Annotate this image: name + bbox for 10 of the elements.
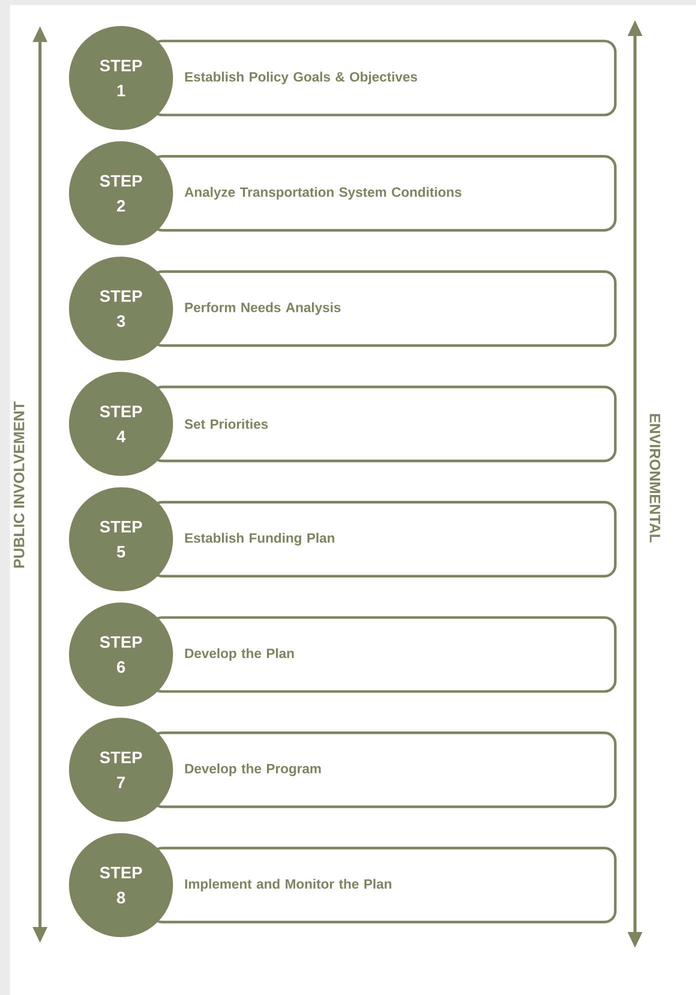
- side-label: PUBLIC INVOLVEMENT: [14, 402, 24, 568]
- step-box: Set Priorities: [150, 386, 617, 462]
- step-box: Analyze Transportation System Conditions: [150, 155, 617, 232]
- step-box: Implement and Monitor the Plan: [150, 846, 617, 924]
- step-box: Establish Policy Goals & Objectives: [150, 40, 617, 116]
- step-box: Perform Needs Analysis: [150, 270, 617, 347]
- side-label: ENVIRONMENTAL: [650, 414, 660, 542]
- step-box: Develop the Program: [150, 732, 617, 808]
- step-box: Establish Funding Plan: [150, 500, 617, 578]
- step-box: Develop the Plan: [150, 616, 617, 693]
